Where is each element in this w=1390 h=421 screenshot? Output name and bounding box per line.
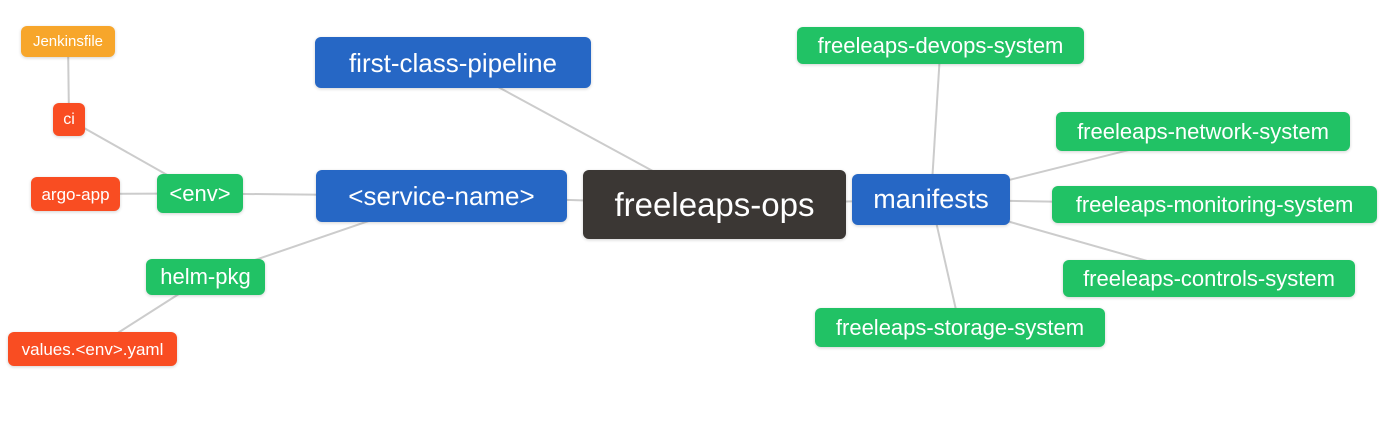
node-devops[interactable]: freeleaps-devops-system: [797, 27, 1084, 64]
node-service[interactable]: <service-name>: [316, 170, 567, 222]
node-ops[interactable]: freeleaps-ops: [583, 170, 846, 239]
node-controls[interactable]: freeleaps-controls-system: [1063, 260, 1355, 297]
node-argo-app[interactable]: argo-app: [31, 177, 120, 211]
node-manifests[interactable]: manifests: [852, 174, 1010, 225]
edge-manifests-devops: [930, 45, 942, 200]
node-pipeline[interactable]: first-class-pipeline: [315, 37, 591, 88]
node-env[interactable]: <env>: [157, 174, 243, 213]
node-network[interactable]: freeleaps-network-system: [1056, 112, 1350, 151]
node-values[interactable]: values.<env>.yaml: [8, 332, 177, 366]
node-storage[interactable]: freeleaps-storage-system: [815, 308, 1105, 347]
node-helm-pkg[interactable]: helm-pkg: [146, 259, 265, 295]
node-monitoring[interactable]: freeleaps-monitoring-system: [1052, 186, 1377, 223]
node-ci[interactable]: ci: [53, 103, 85, 136]
node-jenkinsfile[interactable]: Jenkinsfile: [21, 26, 115, 57]
